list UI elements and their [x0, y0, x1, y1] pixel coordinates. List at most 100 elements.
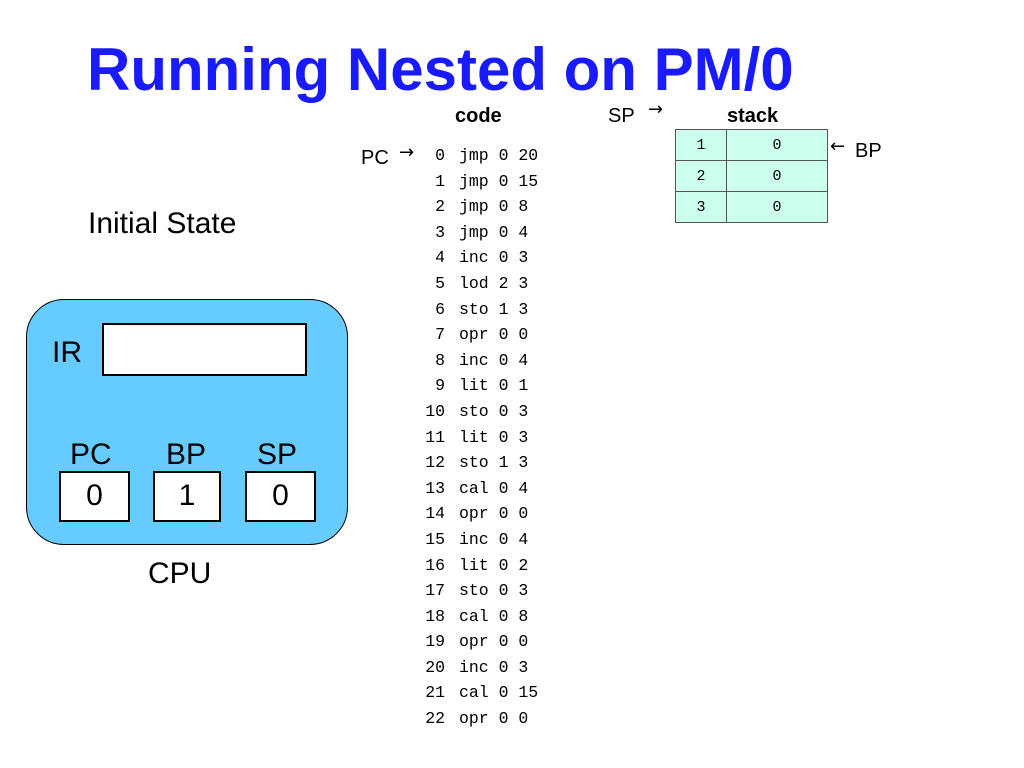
- code-line-instruction: lod 2 3: [459, 273, 529, 293]
- code-listing: 0 jmp 0 20 1 jmp 0 15 2 jmp 0 8 3 jmp 0 4 4 inc 0…: [410, 143, 538, 732]
- code-line-index: 16: [425, 555, 445, 575]
- code-line: 6 sto 1 3: [410, 297, 538, 323]
- code-line-index: 22: [425, 709, 445, 729]
- code-line: 14 opr 0 0: [410, 501, 538, 527]
- bp-register-value: 1: [153, 471, 221, 522]
- stack-value: 0: [726, 160, 828, 192]
- code-line-instruction: sto 1 3: [459, 453, 529, 473]
- cpu-caption: CPU: [148, 557, 212, 590]
- pc-register-label: PC: [70, 438, 112, 471]
- code-line: 0 jmp 0 20: [410, 143, 538, 169]
- code-line-index: 7: [435, 325, 445, 345]
- code-header: code: [455, 105, 502, 127]
- code-line-index: 14: [425, 504, 445, 524]
- code-line-instruction: sto 0 3: [459, 401, 529, 421]
- code-line-index: 0: [435, 146, 445, 165]
- pc-register-value: 0: [59, 471, 130, 522]
- code-line: 15 inc 0 4: [410, 527, 538, 553]
- stack-address: 3: [675, 191, 727, 223]
- pc-arrow-icon: →: [399, 142, 415, 163]
- code-line: 21 cal 0 15: [410, 680, 538, 706]
- stack-address: 1: [675, 129, 727, 161]
- code-line-instruction: lit 0 3: [459, 427, 529, 447]
- code-line-index: 4: [435, 248, 445, 268]
- code-line: 2 jmp 0 8: [410, 194, 538, 220]
- code-line-instruction: jmp 0 20: [459, 146, 539, 165]
- code-line-index: 8: [435, 350, 445, 370]
- code-line-index: 1: [435, 171, 445, 191]
- code-line: 20 inc 0 3: [410, 655, 538, 681]
- code-line-instruction: inc 0 4: [459, 350, 529, 370]
- code-line-index: 11: [425, 427, 445, 447]
- code-line-index: 2: [435, 197, 445, 217]
- code-line-instruction: sto 0 3: [459, 581, 529, 601]
- code-line-instruction: inc 0 3: [459, 657, 529, 677]
- code-line: 18 cal 0 8: [410, 604, 538, 630]
- code-line-index: 3: [435, 222, 445, 242]
- code-line-index: 12: [425, 453, 445, 473]
- code-line-index: 20: [425, 657, 445, 677]
- code-line-instruction: jmp 0 8: [459, 197, 529, 217]
- code-line: 11 lit 0 3: [410, 425, 538, 451]
- code-line: 3 jmp 0 4: [410, 220, 538, 246]
- sp-register-value: 0: [245, 471, 316, 522]
- code-line-instruction: opr 0 0: [459, 632, 529, 652]
- code-line-instruction: sto 1 3: [459, 299, 529, 319]
- code-line-instruction: inc 0 3: [459, 248, 529, 268]
- page-title: Running Nested on PM/0: [87, 36, 794, 103]
- code-line: 4 inc 0 3: [410, 245, 538, 271]
- pc-pointer-label: PC: [361, 147, 389, 169]
- sp-pointer-label: SP: [608, 105, 635, 127]
- state-label: Initial State: [88, 207, 237, 240]
- code-line-instruction: lit 0 1: [459, 376, 529, 396]
- code-line: 22 opr 0 0: [410, 706, 538, 732]
- code-line-index: 13: [425, 478, 445, 498]
- bp-arrow-icon: ←: [830, 136, 846, 157]
- stack-address: 2: [675, 160, 727, 192]
- code-line-instruction: opr 0 0: [459, 504, 529, 524]
- code-line-instruction: opr 0 0: [459, 325, 529, 345]
- sp-register-label: SP: [257, 438, 298, 471]
- code-line-index: 17: [425, 581, 445, 601]
- code-line: 17 sto 0 3: [410, 578, 538, 604]
- code-line-instruction: jmp 0 4: [459, 222, 529, 242]
- ir-register: [102, 323, 307, 376]
- sp-arrow-icon: →: [648, 99, 664, 120]
- code-line: 10 sto 0 3: [410, 399, 538, 425]
- code-line-index: 18: [425, 606, 445, 626]
- code-line-index: 10: [425, 401, 445, 421]
- code-line: 9 lit 0 1: [410, 373, 538, 399]
- code-line: 1 jmp 0 15: [410, 169, 538, 195]
- code-line-index: 19: [425, 632, 445, 652]
- code-line-index: 5: [435, 273, 445, 293]
- stack-value: 0: [726, 129, 828, 161]
- code-line: 19 opr 0 0: [410, 629, 538, 655]
- code-line-index: 6: [435, 299, 445, 319]
- code-line: 8 inc 0 4: [410, 348, 538, 374]
- bp-register-label: BP: [166, 438, 207, 471]
- code-line-instruction: inc 0 4: [459, 529, 529, 549]
- code-line-instruction: cal 0 4: [459, 478, 529, 498]
- code-line: 5 lod 2 3: [410, 271, 538, 297]
- code-line: 16 lit 0 2: [410, 553, 538, 579]
- stack-header: stack: [727, 105, 779, 127]
- code-line: 12 sto 1 3: [410, 450, 538, 476]
- code-line-instruction: lit 0 2: [459, 555, 529, 575]
- ir-label: IR: [52, 336, 82, 369]
- code-line: 7 opr 0 0: [410, 322, 538, 348]
- code-line: 13 cal 0 4: [410, 476, 538, 502]
- code-line-index: 9: [435, 376, 445, 396]
- code-line-instruction: jmp 0 15: [459, 171, 539, 191]
- bp-pointer-label: BP: [855, 140, 882, 162]
- code-line-index: 15: [425, 529, 445, 549]
- code-line-instruction: cal 0 8: [459, 606, 529, 626]
- code-line-instruction: cal 0 15: [459, 683, 539, 703]
- code-line-instruction: opr 0 0: [459, 709, 529, 729]
- stack-value: 0: [726, 191, 828, 223]
- code-line-index: 21: [425, 683, 445, 703]
